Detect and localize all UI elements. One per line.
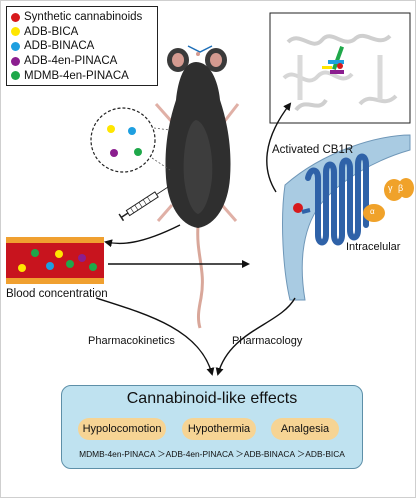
legend-swatch	[11, 27, 20, 37]
arrow-pharmacology	[215, 297, 296, 376]
arrow-to-structure	[266, 102, 292, 193]
legend-swatch	[11, 71, 20, 81]
potency-ranking: MDMB-4en-PINACA ＞ADB-4en-PINACA ＞ADB-BIN…	[79, 449, 345, 459]
legend-swatch	[11, 56, 20, 66]
blood-vessel	[6, 237, 104, 284]
legend-label: ADB-4en-PINACA	[24, 55, 118, 68]
compound-legend: Synthetic cannabinoids ADB-BICA ADB-BINA…	[6, 6, 158, 86]
arrow-pharmacokinetics	[95, 297, 215, 376]
dosing-circle	[90, 107, 171, 173]
legend-item: MDMB-4en-PINACA	[11, 68, 153, 83]
effects-panel: Cannabinoid-like effects Hypolocomotion …	[61, 385, 363, 469]
legend-item: ADB-BINACA	[11, 39, 153, 54]
pharmacology-label: Pharmacology	[232, 335, 303, 347]
beta-subunit-label: β	[398, 183, 404, 193]
gamma-subunit-label: γ	[388, 183, 393, 193]
effect-pill: Hypothermia	[182, 418, 256, 440]
mouse-icon	[154, 45, 240, 329]
arrow-to-blood	[104, 224, 181, 248]
activated-receptor-label: Activated CB1R	[272, 144, 354, 156]
legend-label: ADB-BICA	[24, 25, 79, 38]
cb1-receptor-icon	[293, 153, 369, 246]
g-protein-icon	[363, 178, 414, 222]
effect-pill: Analgesia	[271, 418, 339, 440]
legend-item: ADB-4en-PINACA	[11, 54, 153, 69]
legend-label: ADB-BINACA	[24, 40, 95, 53]
effect-pill: Hypolocomotion	[78, 418, 166, 440]
blood-concentration-label: Blood concentration	[6, 288, 108, 300]
receptor-structure-icon	[269, 12, 411, 124]
syringe-icon	[118, 186, 169, 222]
legend-swatch	[11, 12, 20, 22]
alpha-subunit-label: α	[370, 207, 375, 216]
legend-label: Synthetic cannabinoids	[24, 11, 143, 24]
legend-item: ADB-BICA	[11, 25, 153, 40]
intracellular-label: Intracelular	[346, 241, 401, 253]
legend-item: Synthetic cannabinoids	[11, 10, 153, 25]
pharmacokinetics-label: Pharmacokinetics	[88, 335, 175, 347]
legend-label: MDMB-4en-PINACA	[24, 69, 129, 82]
legend-swatch	[11, 41, 20, 51]
effects-title: Cannabinoid-like effects	[126, 390, 298, 407]
